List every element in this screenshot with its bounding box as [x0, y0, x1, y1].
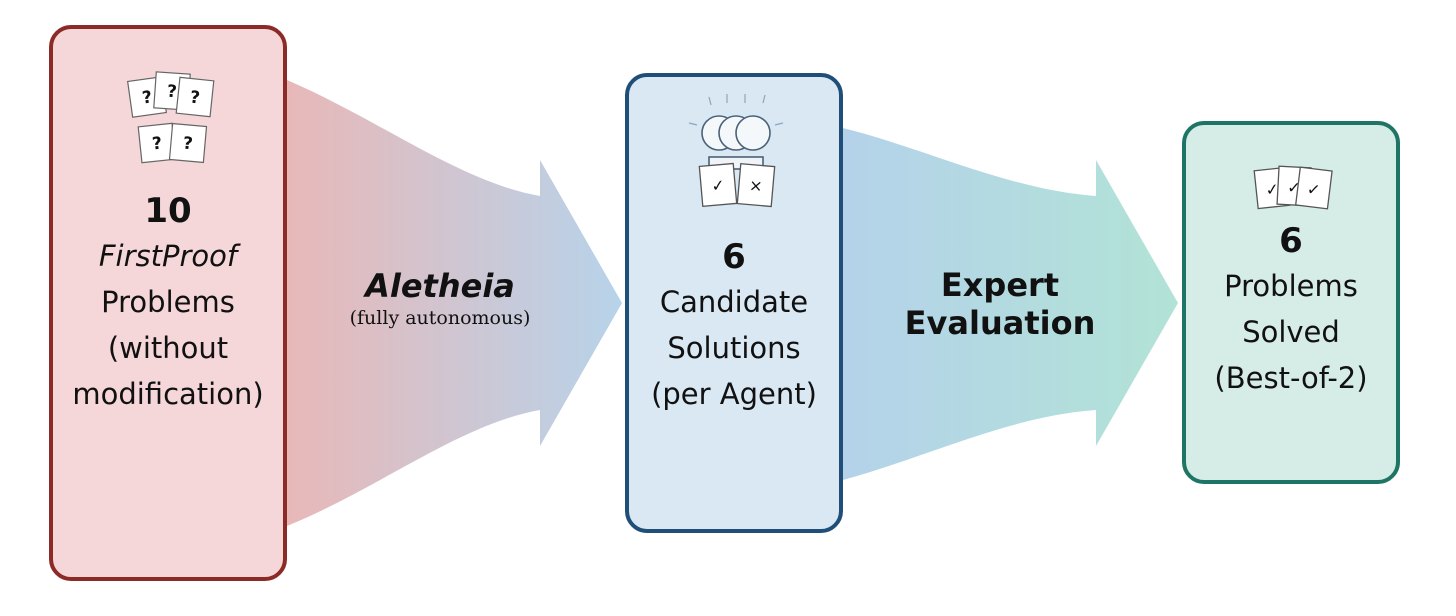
- candidate-count: 6: [722, 237, 746, 277]
- input-label-line3: (without: [107, 331, 229, 365]
- aletheia-label: Aletheia (fully autonomous): [320, 266, 560, 330]
- expert-evaluation-arrow: [843, 128, 1178, 480]
- solved-count: 6: [1279, 221, 1303, 261]
- question-mark-glyph: ?: [166, 82, 177, 103]
- checkmark-glyph: ✓: [1265, 179, 1280, 199]
- aletheia-arrow: [287, 80, 622, 526]
- input-label-line4: modification): [72, 377, 264, 411]
- input-count: 10: [144, 191, 192, 231]
- expert-evaluation-label: Expert Evaluation: [880, 266, 1120, 342]
- question-cards-icon: ? ? ? ? ?: [126, 71, 215, 164]
- candidate-solutions-box: ✓ × 6 Candidate Solutions (per Agent): [625, 73, 843, 533]
- solved-problems-box: ✓ ✓ ✓ 6 Problems Solved (Best-of-2): [1182, 121, 1400, 484]
- candidate-label-line1: Candidate: [659, 285, 809, 319]
- solved-label-line3: (Best-of-2): [1214, 361, 1368, 395]
- agent-name: Aletheia: [365, 267, 515, 305]
- candidate-label-line3: (per Agent): [651, 377, 817, 411]
- question-mark-glyph: ?: [141, 87, 154, 108]
- question-mark-glyph: ?: [182, 134, 194, 155]
- candidate-label-line2: Solutions: [667, 331, 801, 365]
- expert-label-line2: Evaluation: [904, 304, 1096, 342]
- agent-mode: (fully autonomous): [349, 307, 531, 329]
- input-problems-box: ? ? ? ? ? 10 FirstProof Problems (withou…: [49, 25, 287, 581]
- agents-icon: ✓ ×: [688, 94, 784, 208]
- benchmark-name: FirstProof: [98, 239, 238, 273]
- solved-label-line2: Solved: [1242, 315, 1340, 349]
- checkmark-glyph: ✓: [711, 175, 726, 195]
- input-label-line2: Problems: [101, 285, 235, 319]
- expert-label-line1: Expert: [940, 266, 1060, 304]
- question-mark-glyph: ?: [151, 134, 163, 155]
- cross-glyph: ×: [748, 176, 763, 196]
- solved-label-line1: Problems: [1224, 269, 1358, 303]
- checkmark-glyph: ✓: [1306, 179, 1322, 199]
- checked-cards-icon: ✓ ✓ ✓: [1253, 165, 1333, 210]
- question-mark-glyph: ?: [189, 88, 201, 109]
